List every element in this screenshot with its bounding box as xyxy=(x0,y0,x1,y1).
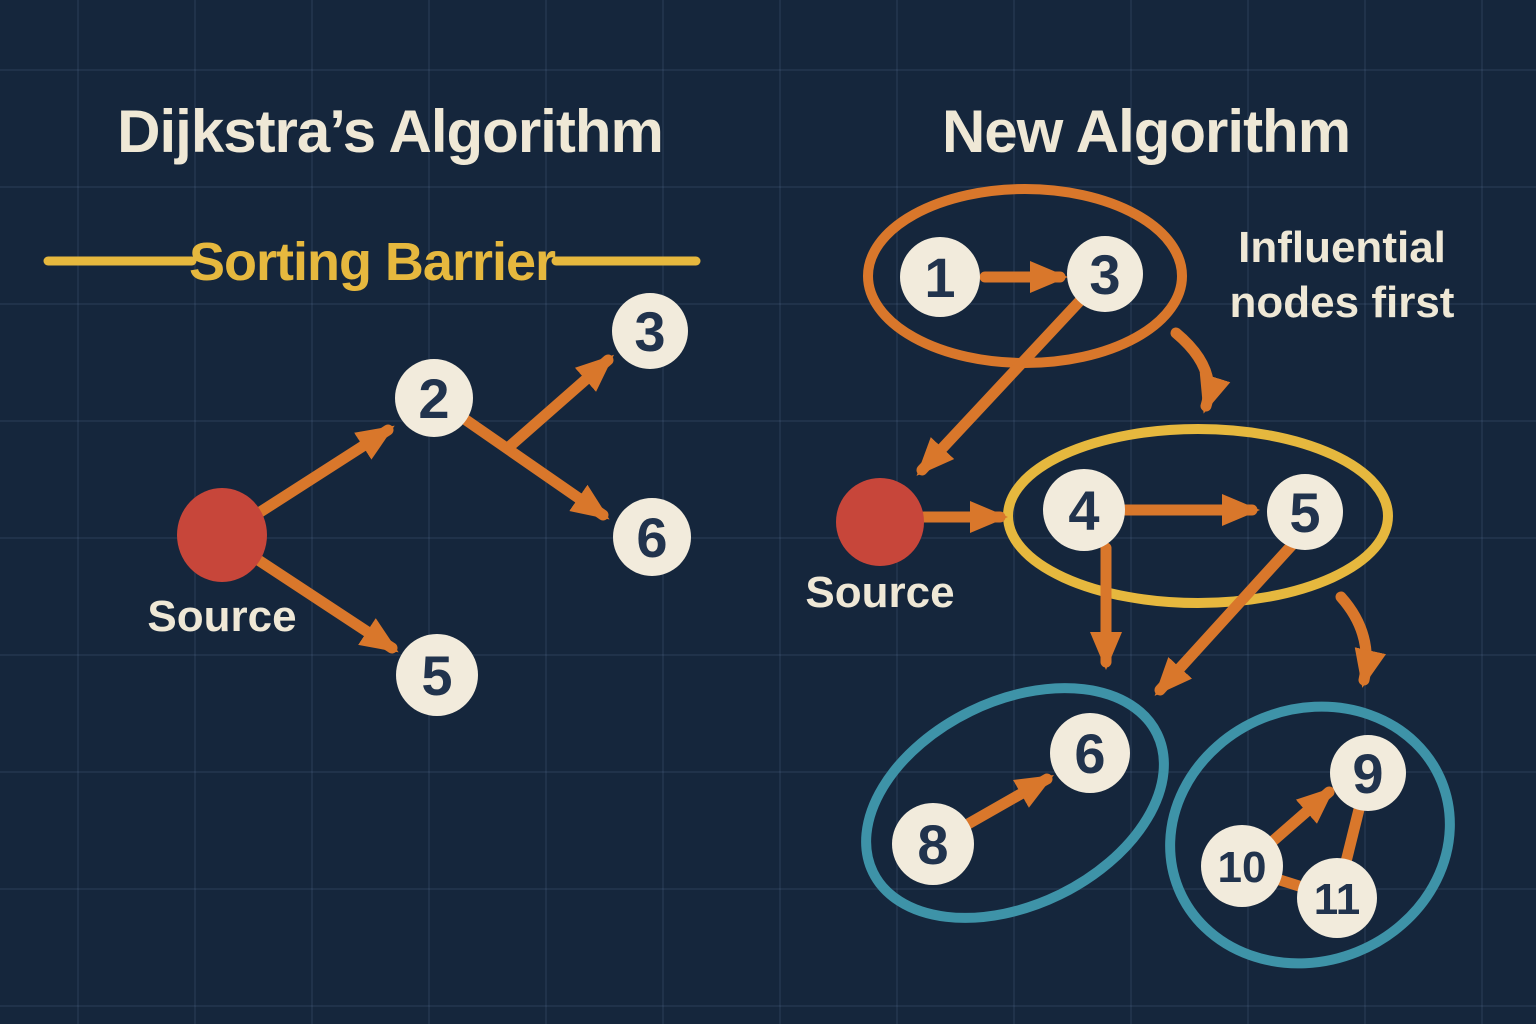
node-11-label: 11 xyxy=(1314,875,1361,924)
node-4: 4 xyxy=(1043,469,1125,551)
node-6b-label: 6 xyxy=(1074,722,1105,785)
node-9-label: 9 xyxy=(1352,742,1383,805)
node-8-label: 8 xyxy=(917,813,948,876)
node-9-circle xyxy=(1330,735,1406,811)
node-11-circle xyxy=(1297,858,1377,938)
node-2-circle xyxy=(395,359,473,437)
node-3b: 3 xyxy=(1067,236,1143,312)
edge-group2-to-cluster-right-curved xyxy=(1335,591,1386,688)
node-3b-label: 3 xyxy=(1089,243,1120,306)
new-algorithm-panel: New Algorithm Influential nodes first 1 … xyxy=(805,98,1455,969)
cluster-left-ellipse xyxy=(861,683,1169,923)
node-10-label: 10 xyxy=(1218,843,1267,892)
node-3: 3 xyxy=(612,293,688,369)
second-wave-group-ellipse xyxy=(1003,424,1393,608)
source-label-right: Source xyxy=(805,568,954,617)
node-5b: 5 xyxy=(1267,474,1343,550)
node-3b-circle xyxy=(1067,236,1143,312)
edge-group1-to-group2-curved xyxy=(1170,327,1231,414)
node-10-circle xyxy=(1201,825,1283,907)
node-5: 5 xyxy=(396,634,478,716)
node-6-label: 6 xyxy=(636,506,667,569)
dijkstra-title: Dijkstra’s Algorithm xyxy=(117,98,663,165)
annotation-line-2: nodes first xyxy=(1230,278,1455,327)
dijkstra-panel: Dijkstra’s Algorithm Sorting Barrier 2 3… xyxy=(43,98,701,716)
node-6: 6 xyxy=(613,498,691,576)
node-3-label: 3 xyxy=(634,300,665,363)
node-1-label: 1 xyxy=(924,246,955,309)
node-5b-label: 5 xyxy=(1289,481,1320,544)
node-6-circle xyxy=(613,498,691,576)
node-6b-circle xyxy=(1050,713,1130,793)
node-11: 11 xyxy=(1297,858,1377,938)
node-8: 8 xyxy=(892,803,974,885)
node-8-circle xyxy=(892,803,974,885)
node-6b: 6 xyxy=(1050,713,1130,793)
node-3-circle xyxy=(612,293,688,369)
new-algorithm-title: New Algorithm xyxy=(942,98,1350,165)
node-9: 9 xyxy=(1330,735,1406,811)
edge-2-to-6 xyxy=(434,396,610,521)
node-5b-circle xyxy=(1267,474,1343,550)
edge-3-to-source xyxy=(916,268,1111,476)
node-2: 2 xyxy=(395,359,473,437)
sorting-barrier-label: Sorting Barrier xyxy=(189,232,556,292)
edge-source-to-5 xyxy=(234,542,399,654)
edge-2-to-3 xyxy=(503,354,615,453)
node-4-label: 4 xyxy=(1068,479,1099,542)
source-node xyxy=(177,488,267,582)
source-node-right xyxy=(836,478,924,566)
annotation-line-1: Influential xyxy=(1238,223,1446,272)
node-5-circle xyxy=(396,634,478,716)
node-4-circle xyxy=(1043,469,1125,551)
node-5-label: 5 xyxy=(421,644,452,707)
edge-source-to-2 xyxy=(234,424,395,531)
node-2-label: 2 xyxy=(418,367,449,430)
source-label: Source xyxy=(147,592,296,641)
cluster-right-ellipse xyxy=(1165,701,1455,969)
node-10: 10 xyxy=(1201,825,1283,907)
node-1: 1 xyxy=(900,237,980,317)
node-1-circle xyxy=(900,237,980,317)
edge-5-to-cluster-left xyxy=(1154,539,1298,696)
